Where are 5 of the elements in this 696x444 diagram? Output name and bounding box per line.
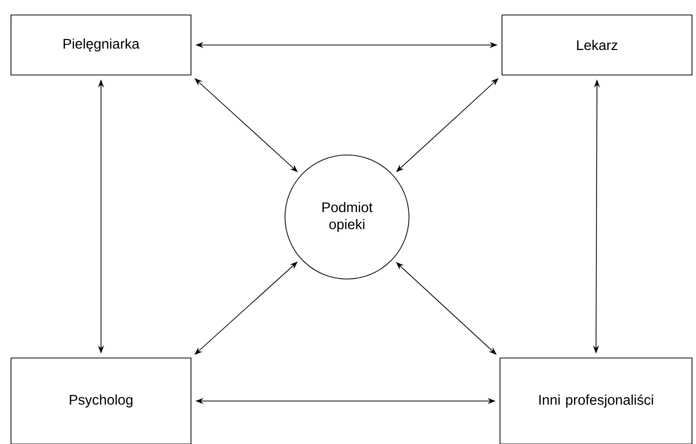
- process-box: Psycholog: [10, 358, 192, 444]
- process-box: Lekarz: [502, 14, 692, 76]
- process-box: Inni profesjonaliści: [500, 358, 692, 444]
- circle-node: Podmiot opieki: [284, 154, 410, 280]
- process-box: Pielęgniarka: [10, 14, 192, 76]
